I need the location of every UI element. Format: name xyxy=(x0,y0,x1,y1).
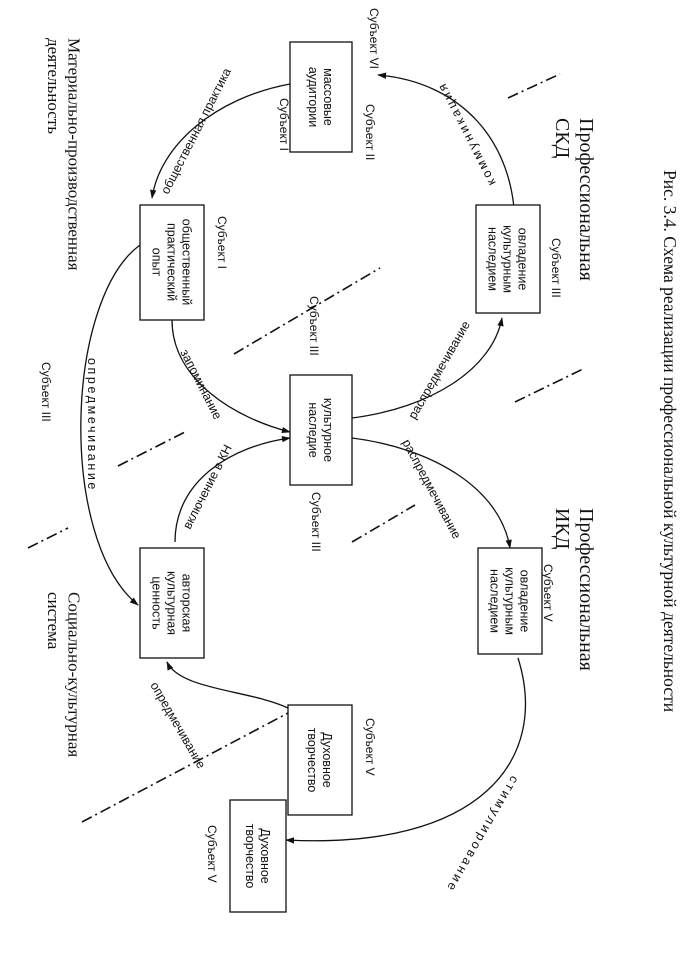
subject-label: Субъект VI xyxy=(367,8,381,69)
separator-left-top xyxy=(27,527,69,549)
node-text: общественныйпрактическийопыт xyxy=(150,219,194,305)
arc-raspred-top xyxy=(351,317,504,419)
arc-stimulirovanie xyxy=(285,657,527,844)
arc-vkluchenie xyxy=(174,435,291,543)
region-material: Материально-производственнаядеятельность xyxy=(44,38,83,271)
subject-label: Субъект V xyxy=(205,825,219,883)
node-dukhovnoe-tvorchestvo-2: Духовноетворчество xyxy=(229,799,287,913)
node-text: авторскаякультурнаяценность xyxy=(150,571,194,635)
node-text: культурноенаследие xyxy=(306,398,335,462)
node-massovye-auditorii: массовыеаудитории xyxy=(289,41,353,153)
edge-label-praktika: общественная практика xyxy=(158,66,234,197)
subject-label: Субъект V xyxy=(541,564,555,622)
node-text: Духовноетворчество xyxy=(243,824,272,889)
edge-label-vkluchenie: включение в КН xyxy=(180,442,235,531)
subject-label: Субъект II xyxy=(363,104,377,160)
node-ovladenie-skd: овладениекультурнымнаследием xyxy=(475,204,541,314)
nodes: массовыеаудитории общественныйпрактическ… xyxy=(139,41,543,913)
subject-label: Субъект I xyxy=(277,98,291,151)
separator-bottom-left xyxy=(81,711,291,823)
arc-praktika xyxy=(150,83,291,199)
edge-label-opred-left: опредмечивание xyxy=(85,358,99,492)
subject-label: Субъект V xyxy=(363,718,377,776)
edge-label-zapominanie: запоминание xyxy=(177,347,224,422)
connections xyxy=(80,72,527,844)
node-text: овладениекультурнымнаследием xyxy=(488,567,532,635)
arc-kommunikatsiya xyxy=(377,72,516,229)
arc-opred-left xyxy=(80,244,141,606)
edge-label-raspred-top: распредмечивание xyxy=(405,319,473,422)
edge-label-raspred-bottom: распредмечивание xyxy=(399,437,463,541)
region-labels: Материально-производственнаядеятельность… xyxy=(44,38,597,757)
figure-caption: Рис. 3.4. Схема реализации профессиональ… xyxy=(660,170,680,712)
edge-label-opred-bottom: опредмечивание xyxy=(147,680,208,772)
node-dukhovnoe-tvorchestvo-1: Духовноетворчество xyxy=(287,704,353,816)
region-socio-cultural: Социально-культурнаясистема xyxy=(44,592,83,757)
region-skd: ПрофессиональнаяСКД xyxy=(551,118,597,281)
separator-center-bottom xyxy=(351,504,416,543)
separator-right-mid xyxy=(514,367,586,403)
region-separators xyxy=(27,73,586,823)
node-kulturnoe-nasledie: культурноенаследие xyxy=(289,374,353,486)
subject-label: Субъект III xyxy=(307,296,321,356)
edge-label-kommunikatsiya: коммуникация xyxy=(434,79,499,188)
arc-opred-bottom xyxy=(166,661,289,709)
separator-center-top xyxy=(233,267,381,355)
node-avtorskaya-tsennost: авторскаякультурнаяценность xyxy=(139,547,205,659)
node-text: Духовноетворчество xyxy=(305,728,334,793)
node-obsh-prakt-opyt: общественныйпрактическийопыт xyxy=(139,204,205,321)
subject-label: Субъект III xyxy=(549,238,563,298)
region-ikd: ПрофессиональнаяИКД xyxy=(551,508,597,671)
node-text: массовыеаудитории xyxy=(306,67,335,127)
arc-raspred-bottom xyxy=(351,437,512,549)
arc-zapominanie xyxy=(171,319,291,434)
node-text: овладениекультурнымнаследием xyxy=(486,225,530,293)
subject-label: Субъект I xyxy=(215,216,229,269)
subject-label: Субъект III xyxy=(309,492,323,552)
separator-top-right xyxy=(507,73,561,99)
edge-label-stimulirovanie: стимулирование xyxy=(443,774,521,896)
subject-labels: Субъект VI Субъект I Субъект II Субъект … xyxy=(39,8,563,883)
subject-label: Субъект III xyxy=(39,362,53,422)
node-ovladenie-ikd: овладениекультурнымнаследием xyxy=(477,547,543,655)
separator-left-mid xyxy=(117,431,186,467)
